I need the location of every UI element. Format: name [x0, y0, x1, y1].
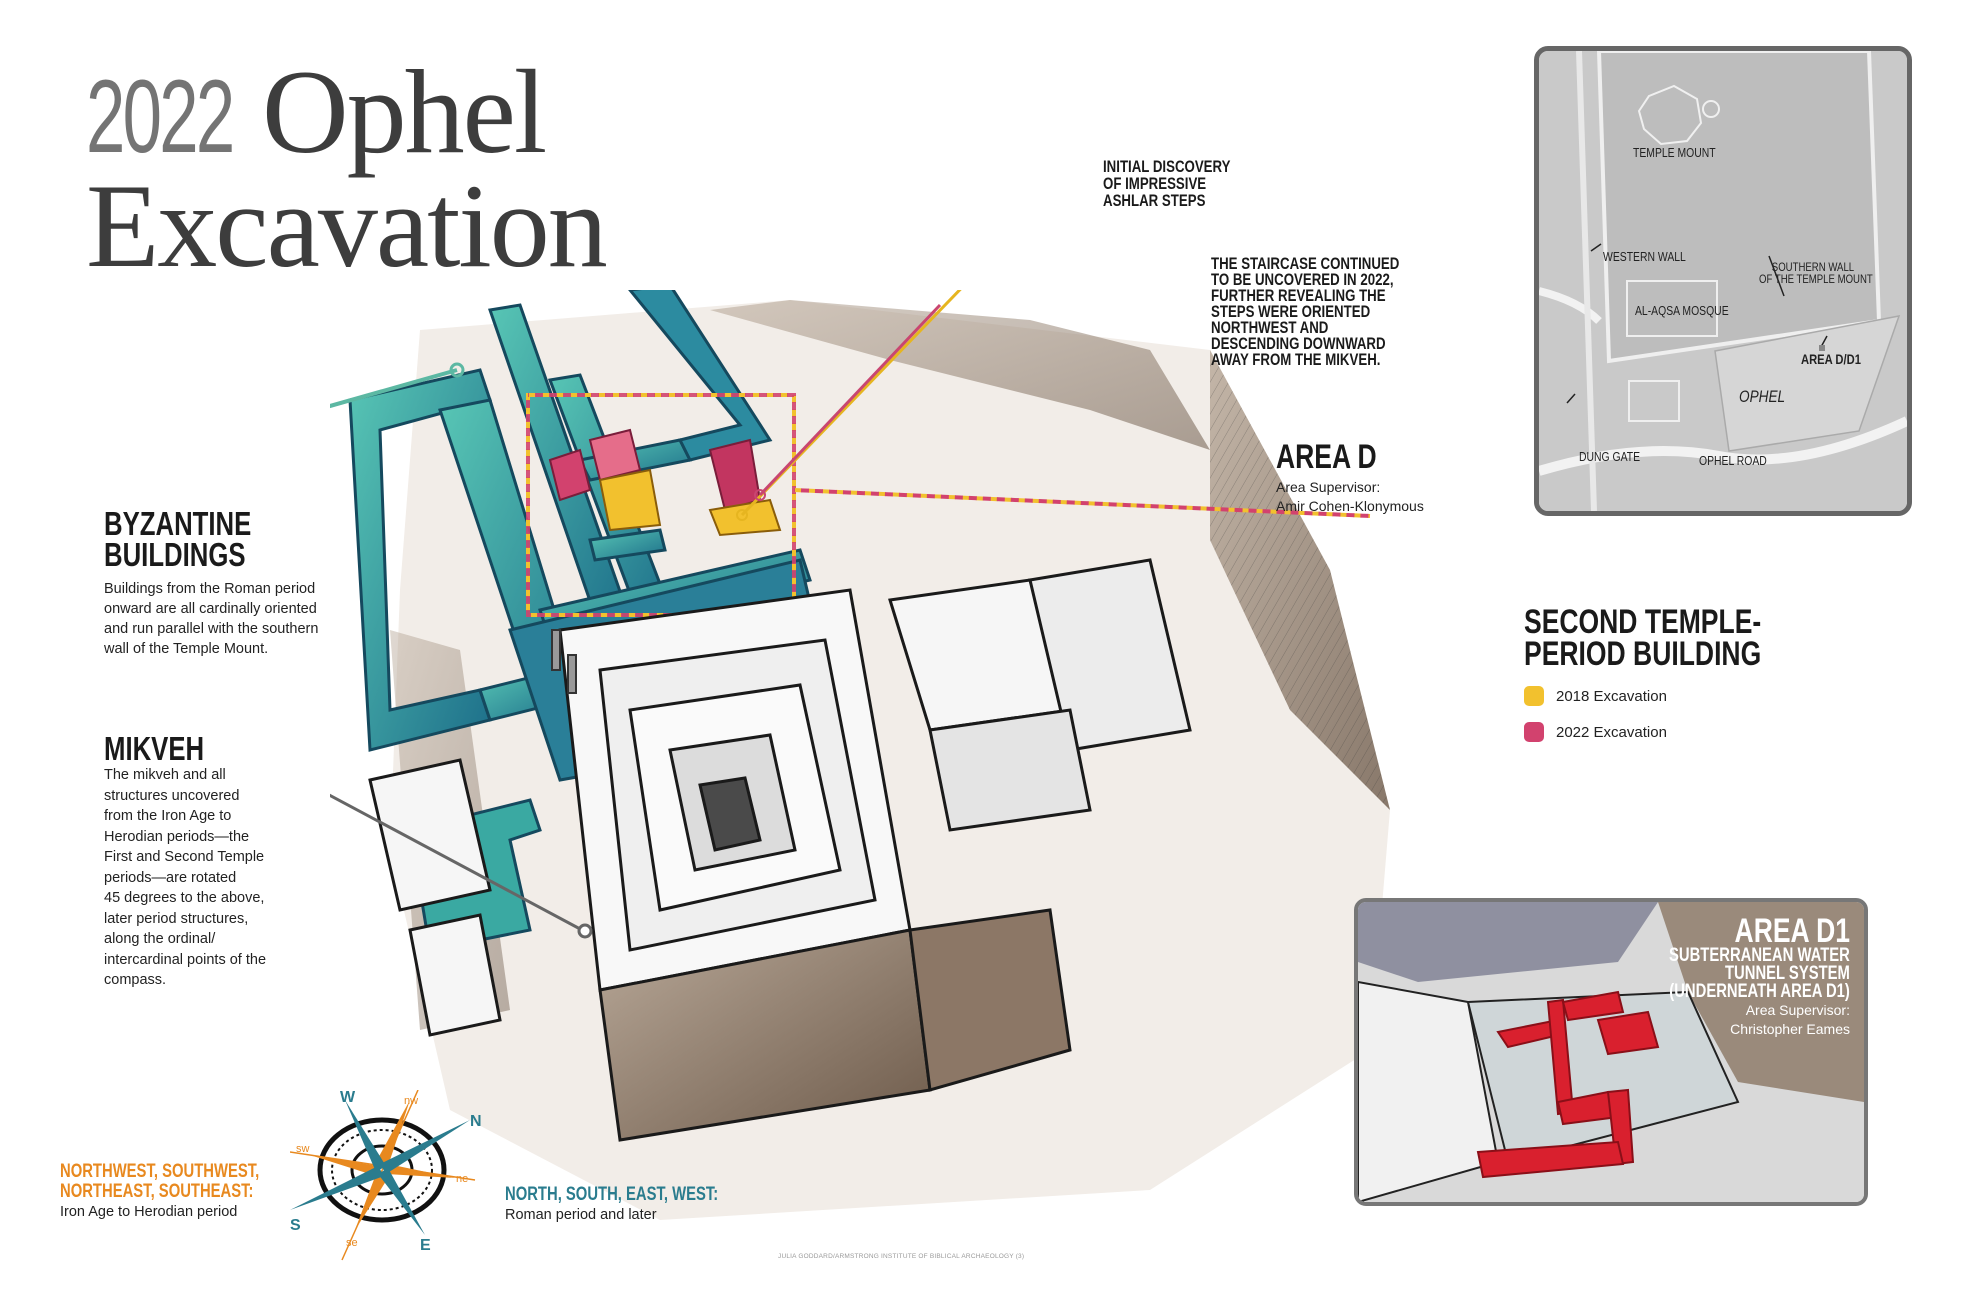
callout-line: AWAY FROM THE MIKVEH. [1211, 350, 1381, 369]
legend-label: 2018 Excavation [1556, 687, 1667, 705]
callout-mikveh: MIKVEH The mikveh and all structures unc… [104, 730, 334, 991]
callout-second-temple: SECOND TEMPLE- PERIOD BUILDING 2018 Exca… [1524, 603, 1824, 756]
mikveh-body-line: First and Second Temple [104, 849, 265, 865]
callout-staircase: THE STAIRCASE CONTINUED TO BE UNCOVERED … [1211, 254, 1452, 370]
callout-line: DESCENDING DOWNWARD [1211, 334, 1386, 353]
byzantine-leader [330, 368, 458, 409]
mikveh-body-line: 45 degrees to the above, [104, 890, 265, 906]
human-figures [551, 629, 577, 694]
mikveh-body-line: from the Iron Age to [104, 808, 232, 824]
mikveh-body-line: intercardinal points of the [104, 951, 267, 968]
compass-rose-icon: W N S E nw sw ne se [290, 1090, 482, 1261]
legend-2018: 2018 Excavation [1524, 686, 1667, 706]
area-d1-supervisor-name: Christopher Eames [1730, 1021, 1850, 1037]
callout-initial-discovery: INITIAL DISCOVERY OF IMPRESSIVE ASHLAR S… [1103, 158, 1266, 211]
callout-line: ASHLAR STEPS [1103, 191, 1206, 210]
excavation-illustration [330, 290, 1390, 1220]
map-label-dung-gate: DUNG GATE [1579, 449, 1641, 464]
svg-text:ne: ne [456, 1173, 468, 1185]
mikveh-body-line: along the ordinal/ [104, 931, 216, 947]
map-label-al-aqsa: AL-AQSA MOSQUE [1635, 303, 1729, 318]
map-graphic [1539, 51, 1907, 511]
area-d-supervisor-label: Area Supervisor: [1276, 479, 1381, 495]
mikveh-leader [330, 793, 583, 932]
callout-byzantine: BYZANTINE BUILDINGS Buildings from the R… [104, 505, 364, 659]
svg-text:se: se [346, 1237, 358, 1249]
image-credit: JULIA GODDARD/ARMSTRONG INSTITUTE OF BIB… [778, 1253, 1025, 1260]
callout-line: INITIAL DISCOVERY [1103, 157, 1231, 176]
area-d1-subheading: TUNNEL SYSTEM [1725, 963, 1850, 984]
area-d-supervisor-name: Amir Cohen-Klonymous [1276, 498, 1424, 514]
cardinal-heading: NORTH, SOUTH, EAST, WEST: [505, 1184, 719, 1205]
mikveh-body-line: Herodian periods—the [104, 828, 250, 845]
callout-line: TO BE UNCOVERED IN 2022, [1211, 270, 1394, 289]
title-year: 2022 [86, 59, 235, 175]
mikveh-body-line: structures uncovered [104, 787, 240, 804]
legend-2022: 2022 Excavation [1524, 722, 1667, 742]
area-d1-text: AREA D1 SUBTERRANEAN WATER TUNNEL SYSTEM… [1618, 912, 1850, 1039]
ordinal-body: Iron Age to Herodian period [60, 1204, 238, 1220]
svg-text:S: S [290, 1217, 301, 1234]
area-d-heading: AREA D [1276, 438, 1377, 476]
mikveh-body-line: periods—are rotated [104, 869, 237, 886]
callout-line: NORTHWEST AND [1211, 318, 1329, 337]
legend-label: 2022 Excavation [1556, 723, 1667, 741]
second-temple-leader [793, 488, 1371, 518]
callout-line: THE STAIRCASE CONTINUED [1211, 254, 1400, 273]
ordinal-heading: NORTHEAST, SOUTHEAST: [60, 1181, 254, 1202]
cardinal-body: Roman period and later [505, 1207, 657, 1223]
byzantine-body-line: Buildings from the Roman period [104, 581, 316, 597]
svg-text:nw: nw [404, 1095, 418, 1107]
swatch-2022-icon [1524, 722, 1544, 742]
mikveh-body-line: later period structures, [104, 910, 249, 927]
location-map-inset: TEMPLE MOUNT WESTERN WALL SOUTHERN WALL … [1534, 46, 1912, 516]
swatch-2018-icon [1524, 686, 1544, 706]
callout-line: FURTHER REVEALING THE [1211, 286, 1386, 305]
svg-text:sw: sw [296, 1143, 310, 1155]
staircase-leader [758, 303, 942, 497]
area-d1-supervisor-label: Area Supervisor: [1745, 1002, 1850, 1018]
byzantine-body-line: onward are all cardinally oriented [104, 601, 317, 617]
area-d1-inset: AREA D1 SUBTERRANEAN WATER TUNNEL SYSTEM… [1354, 898, 1868, 1206]
map-label-southern-wall: SOUTHERN WALL OF THE TEMPLE MOUNT [1759, 260, 1873, 286]
callout-area-d: AREA D Area Supervisor: Amir Cohen-Klony… [1276, 440, 1424, 516]
mikveh-body-line: The mikveh and all [104, 767, 226, 783]
ordinal-directions-legend: NORTHWEST, SOUTHWEST, NORTHEAST, SOUTHEA… [60, 1162, 315, 1223]
excavation-structures [548, 428, 782, 537]
map-label-temple-mount: TEMPLE MOUNT [1633, 145, 1716, 160]
map-label-area-d-d1: AREA D/D1 [1801, 351, 1861, 367]
tunnel-illustration [1358, 902, 1864, 1202]
second-temple-heading: PERIOD BUILDING [1524, 635, 1762, 673]
map-label-ophel: OPHEL [1739, 387, 1786, 406]
byzantine-body-line: and run parallel with the southern [104, 621, 319, 637]
title-excavation: Excavation [86, 159, 608, 292]
svg-text:W: W [340, 1090, 356, 1106]
callout-line: STEPS WERE ORIENTED [1211, 302, 1371, 321]
map-label-western-wall: WESTERN WALL [1603, 249, 1686, 264]
ordinal-heading: NORTHWEST, SOUTHWEST, [60, 1161, 260, 1182]
cardinal-directions-legend: NORTH, SOUTH, EAST, WEST: Roman period a… [505, 1185, 778, 1226]
mikveh-body-line: compass. [104, 972, 167, 988]
title-ophel: Ophel [262, 45, 547, 178]
svg-text:N: N [470, 1113, 482, 1130]
area-d1-subheading: SUBTERRANEAN WATER [1669, 945, 1850, 966]
byzantine-heading: BUILDINGS [104, 536, 246, 573]
map-label-ophel-road: OPHEL ROAD [1699, 453, 1767, 468]
area-d1-subheading: (UNDERNEATH AREA D1) [1669, 981, 1850, 1002]
mikveh-structure [558, 588, 1072, 1142]
mikveh-heading: MIKVEH [104, 730, 205, 767]
second-temple-heading: SECOND TEMPLE- [1524, 603, 1762, 641]
byzantine-body-line: wall of the Temple Mount. [104, 641, 269, 657]
svg-text:E: E [420, 1237, 431, 1254]
callout-line: OF IMPRESSIVE [1103, 174, 1207, 193]
byzantine-heading: BYZANTINE [104, 505, 252, 542]
area-d1-heading: AREA D1 [1734, 912, 1850, 950]
